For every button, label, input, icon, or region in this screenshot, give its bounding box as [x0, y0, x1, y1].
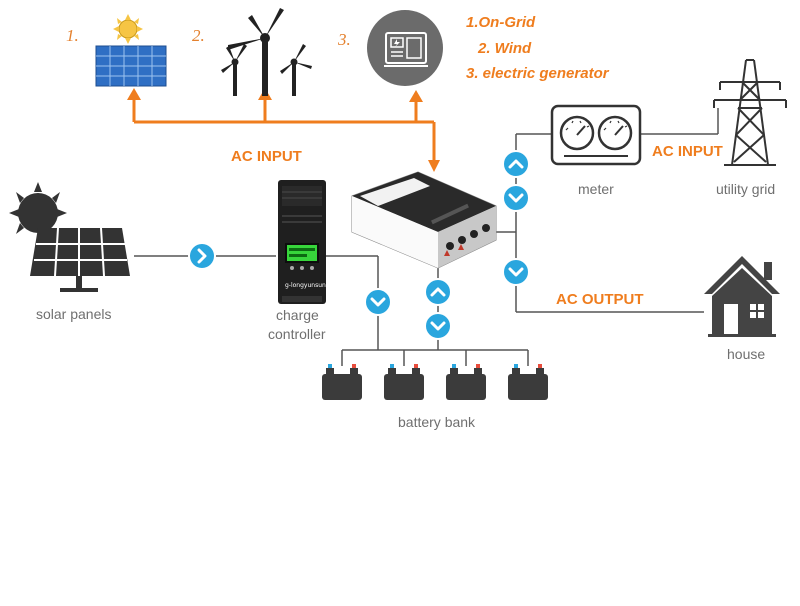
flow-arrow-up-icon [502, 150, 530, 178]
house-icon [704, 256, 780, 337]
on-grid-solar-icon [95, 14, 167, 87]
ac-input-label-left: AC INPUT [231, 148, 302, 165]
battery-bank-icons [322, 364, 548, 400]
battery-1 [322, 364, 362, 400]
battery-3 [446, 364, 486, 400]
legend-number-1: 1. [66, 26, 79, 45]
ac-input-label-right: AC INPUT [652, 143, 723, 160]
legend-number-3: 3. [338, 30, 351, 49]
solar-panel-icon [30, 227, 130, 292]
inverter-device [351, 171, 497, 269]
wind-turbine-icon [221, 8, 312, 96]
controller-brand-text: g-longyunsun [285, 282, 326, 289]
flow-arrow-down-icon [502, 258, 530, 286]
flow-arrow-down-icon [502, 184, 530, 212]
sun-icon [113, 14, 143, 44]
charge-controller-label-line1: charge [276, 307, 319, 323]
generator-icon [367, 10, 443, 86]
battery-4 [508, 364, 548, 400]
legend-item-on-grid: 1.On-Grid [466, 14, 536, 31]
meter-device [550, 104, 642, 166]
wiring [134, 108, 719, 366]
legend-item-generator: 3. electric generator [466, 65, 609, 82]
flow-arrow-down-icon [364, 288, 392, 316]
legend-item-wind: 2. Wind [478, 40, 532, 57]
utility-tower-icon [713, 59, 787, 166]
charge-controller-device [278, 180, 326, 304]
flow-arrow-up-icon [424, 278, 452, 306]
flow-arrows [188, 150, 530, 340]
flow-arrow-right-icon [188, 242, 216, 270]
legend-number-2: 2. [192, 26, 205, 45]
ac-output-label: AC OUTPUT [556, 291, 644, 308]
battery-bank-label: battery bank [398, 414, 476, 430]
battery-2 [384, 364, 424, 400]
charge-controller-label-line2: controller [268, 326, 326, 342]
sun-icon-large [9, 182, 67, 234]
flow-arrow-down-icon [424, 312, 452, 340]
house-label: house [727, 346, 766, 362]
utility-grid-label: utility grid [716, 181, 776, 197]
meter-label: meter [578, 181, 614, 197]
ac-input-feed-lines [132, 98, 436, 162]
solar-panels-label: solar panels [36, 306, 112, 322]
